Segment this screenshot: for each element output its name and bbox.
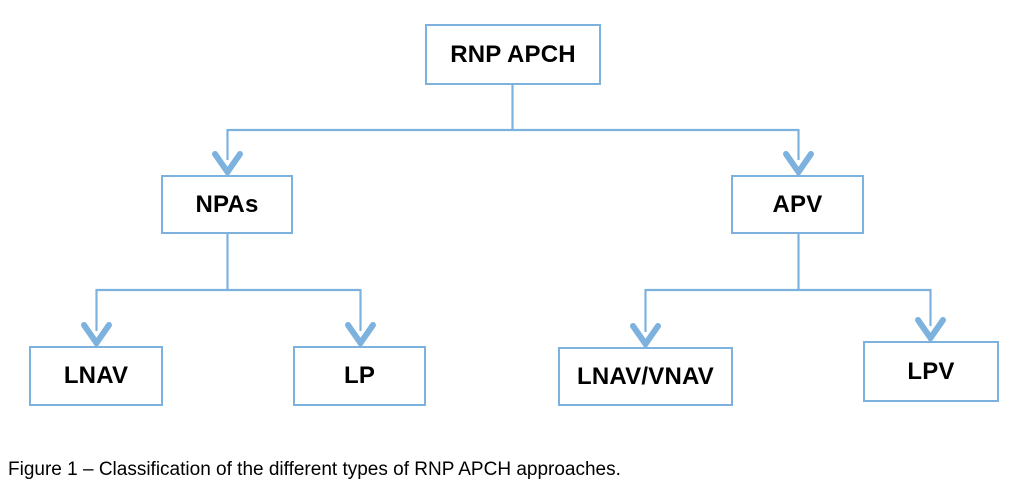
arrowhead-lpv: [915, 317, 946, 344]
node-lpv-label: LPV: [907, 357, 955, 385]
node-lp: LP: [293, 346, 426, 406]
arrowhead-lp: [345, 322, 376, 349]
figure-caption: Figure 1 – Classification of the differe…: [8, 459, 621, 480]
arrowhead-apv: [783, 151, 814, 178]
node-lnav-vnav-label: LNAV/VNAV: [577, 362, 714, 390]
node-lnav-label: LNAV: [63, 362, 129, 389]
arrowhead-lnav: [81, 322, 112, 349]
node-lpv: LPV: [863, 341, 999, 402]
node-npas: NPAs: [161, 175, 293, 234]
node-npas-label: NPAs: [195, 190, 259, 218]
node-rnp-apch-label: RNP APCH: [450, 40, 576, 68]
node-lp-label: LP: [343, 362, 376, 389]
arrowhead-lnavvnav: [630, 323, 661, 350]
node-rnp-apch: RNP APCH: [425, 24, 601, 85]
arrowhead-npas: [212, 151, 243, 178]
node-apv-label: APV: [772, 190, 823, 218]
node-apv: APV: [731, 175, 864, 234]
node-lnav-vnav: LNAV/VNAV: [558, 347, 733, 406]
node-lnav: LNAV: [29, 346, 163, 406]
